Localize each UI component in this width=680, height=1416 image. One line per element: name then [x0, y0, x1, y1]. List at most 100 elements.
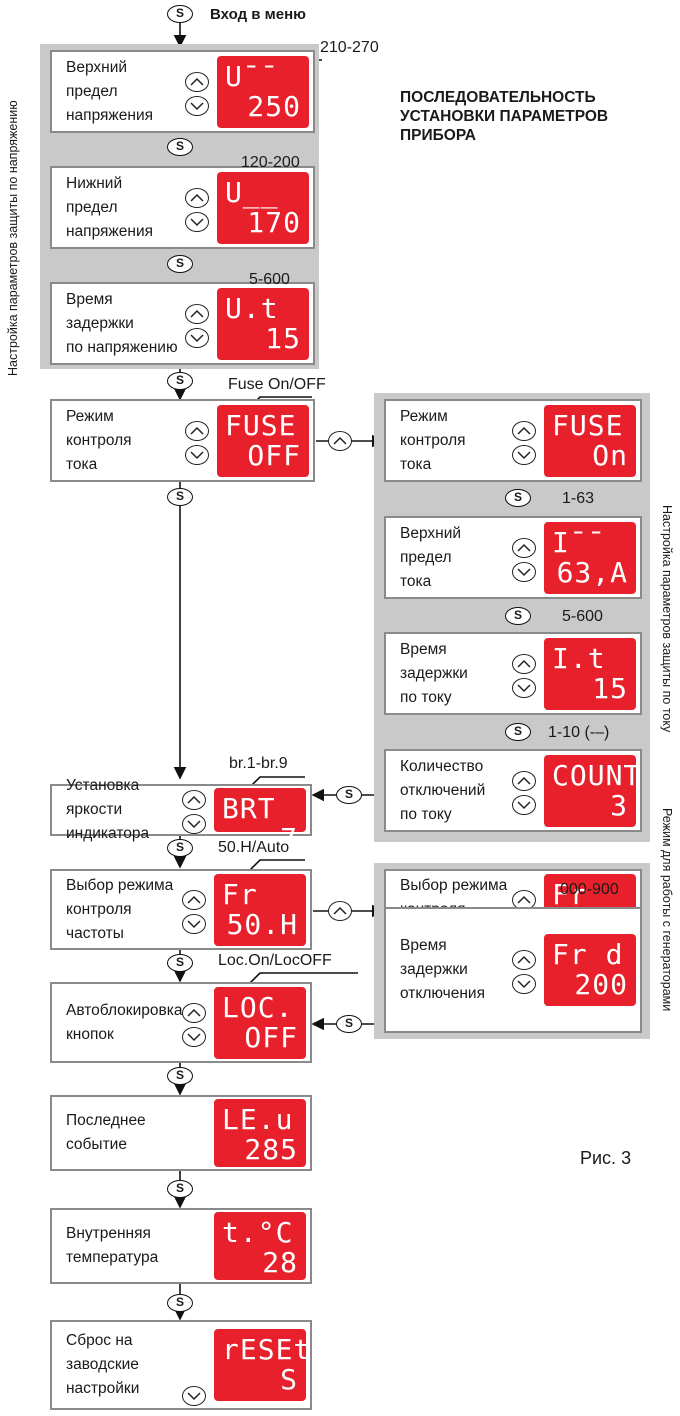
- range-label: 5-600: [562, 608, 603, 625]
- s-key[interactable]: S: [505, 489, 531, 507]
- up-button[interactable]: [185, 421, 209, 441]
- display-line-1: t.°C: [222, 1216, 294, 1249]
- display-screen: I¯¯63,A: [544, 522, 636, 594]
- display-screen: U¯¯250: [217, 56, 309, 128]
- s-key-entry[interactable]: S: [167, 5, 193, 23]
- display-line-1: Fr: [222, 878, 258, 911]
- display-line-2: 28: [262, 1246, 298, 1279]
- chevron-down-icon: [187, 1033, 201, 1042]
- chevron-down-icon: [190, 102, 204, 111]
- up-button[interactable]: [182, 890, 206, 910]
- display-line-2: 170: [247, 206, 301, 239]
- up-button[interactable]: [182, 1003, 206, 1023]
- display-line-2: On: [592, 439, 628, 472]
- s-key[interactable]: S: [167, 1067, 193, 1085]
- display-line-2: S: [280, 1363, 298, 1396]
- down-button[interactable]: [185, 328, 209, 348]
- s-key[interactable]: S: [167, 138, 193, 156]
- up-button[interactable]: [512, 421, 536, 441]
- display-line-1: LOC.: [222, 991, 294, 1024]
- down-button[interactable]: [182, 1386, 206, 1406]
- s-key[interactable]: S: [336, 786, 362, 804]
- down-button[interactable]: [512, 678, 536, 698]
- range-label: 5-600: [249, 271, 290, 288]
- up-button-arrow[interactable]: [328, 431, 352, 451]
- s-key[interactable]: S: [167, 1294, 193, 1312]
- chevron-up-icon: [517, 776, 531, 785]
- chevron-up-icon: [190, 309, 204, 318]
- chevron-down-icon: [190, 334, 204, 343]
- s-key[interactable]: S: [505, 607, 531, 625]
- box-label: Время задержки по току: [400, 640, 468, 706]
- s-key[interactable]: S: [505, 723, 531, 741]
- s-key[interactable]: S: [336, 1015, 362, 1033]
- display-line-1: FUSE: [552, 409, 624, 442]
- display-line-1: U¯¯: [225, 60, 279, 93]
- up-button[interactable]: [185, 304, 209, 324]
- range-label: 120-200: [241, 154, 300, 171]
- down-button[interactable]: [182, 1027, 206, 1047]
- up-button[interactable]: [182, 790, 206, 810]
- down-button[interactable]: [185, 96, 209, 116]
- page-title: ПОСЛЕДОВАТЕЛЬНОСТЬ УСТАНОВКИ ПАРАМЕТРОВ …: [400, 89, 609, 144]
- s-key[interactable]: S: [167, 488, 193, 506]
- chevron-down-icon: [190, 451, 204, 460]
- down-button[interactable]: [512, 795, 536, 815]
- box-label: Время задержки отключения: [400, 937, 485, 1002]
- chevron-up-icon: [190, 426, 204, 435]
- s-key[interactable]: S: [167, 255, 193, 273]
- up-button[interactable]: [512, 771, 536, 791]
- up-button[interactable]: [185, 72, 209, 92]
- up-button[interactable]: [185, 188, 209, 208]
- display-line-2: 200: [574, 968, 628, 1001]
- chevron-down-icon: [190, 218, 204, 227]
- display-line-2: 15: [265, 322, 301, 355]
- box-label: Сброс на заводские настройки: [66, 1332, 140, 1397]
- up-button[interactable]: [512, 654, 536, 674]
- chevron-down-icon: [187, 920, 201, 929]
- side-label-generator: Режим для работы с генераторами: [660, 808, 674, 1012]
- up-button-arrow[interactable]: [328, 901, 352, 921]
- up-button[interactable]: [512, 950, 536, 970]
- down-button[interactable]: [185, 445, 209, 465]
- display-line-1: U__: [225, 176, 279, 209]
- chevron-down-icon: [517, 451, 531, 460]
- s-key[interactable]: S: [167, 954, 193, 972]
- up-button[interactable]: [512, 538, 536, 558]
- down-button[interactable]: [512, 562, 536, 582]
- box-label: Режим контроля тока: [400, 407, 466, 473]
- s-key[interactable]: S: [167, 1180, 193, 1198]
- down-button[interactable]: [182, 814, 206, 834]
- display-line-2: 63,A: [556, 556, 628, 589]
- s-key[interactable]: S: [167, 372, 193, 390]
- display-line-2: OFF: [247, 439, 301, 472]
- chevron-up-icon: [187, 795, 201, 804]
- down-button[interactable]: [182, 914, 206, 934]
- down-button[interactable]: [185, 212, 209, 232]
- display-line-1: Fr: [552, 878, 588, 911]
- box-label: Автоблокировка кнопок: [66, 1001, 183, 1043]
- display-line-1: BRT: [222, 792, 276, 825]
- s-key[interactable]: S: [167, 839, 193, 857]
- down-button[interactable]: [512, 974, 536, 994]
- chevron-down-icon: [187, 1392, 201, 1401]
- chevron-up-icon: [187, 1008, 201, 1017]
- display-line-2: 3: [610, 789, 628, 822]
- range-label: 50.H/Auto: [218, 839, 290, 856]
- down-button[interactable]: [512, 445, 536, 465]
- display-line-2: OFF: [244, 1021, 298, 1054]
- display-line-2: 50.H: [226, 908, 298, 941]
